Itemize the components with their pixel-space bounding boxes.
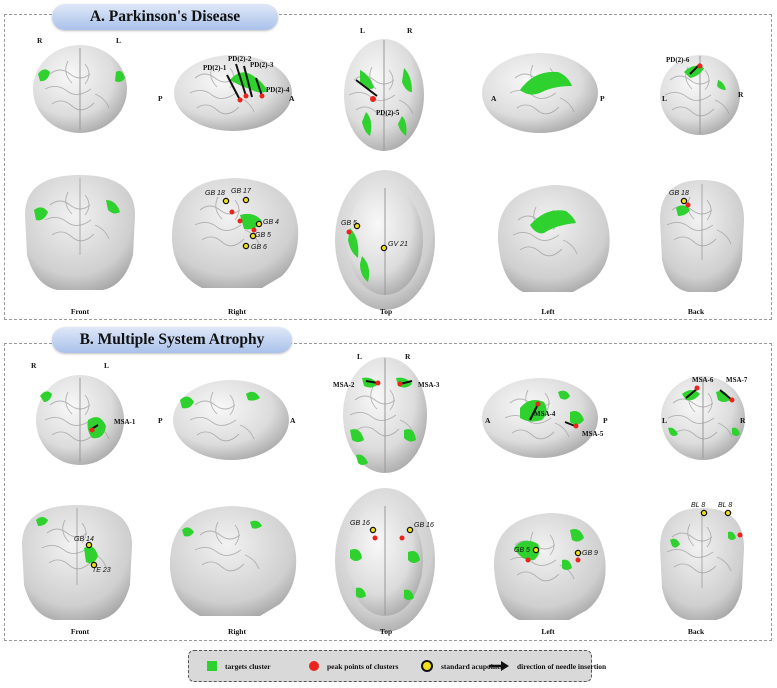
pd-acu-7: GV 21 [388, 241, 408, 248]
msa-orient-left-left: A [485, 416, 491, 425]
pd-label-3: PD(2)-3 [250, 61, 274, 69]
msa-view-front: Front [70, 627, 90, 636]
msa-acu-2: TE 23 [92, 567, 111, 574]
pd-orient-front-right: L [116, 36, 122, 45]
legend-targets-label: targets cluster [225, 661, 271, 671]
pd-acu-8: GB 18 [669, 190, 689, 197]
msa-orient-right-right: A [290, 416, 296, 425]
msa-acu-5: GB 5 [514, 547, 530, 554]
msa-acu-1: GB 14 [74, 536, 94, 543]
legend-peaks-label: peak points of clusters [327, 661, 399, 671]
msa-brain-front [36, 375, 124, 465]
msa-acu-7: BL 8 [691, 502, 706, 509]
msa-label-1: MSA-1 [114, 418, 136, 426]
pd-orient-left-right: P [600, 94, 605, 103]
pd-brain-top [344, 39, 424, 151]
msa-orient-top-left: L [357, 352, 363, 361]
pd-brain-left [482, 53, 598, 133]
pd-view-right: Right [228, 307, 246, 316]
msa-view-right: Right [228, 627, 246, 636]
legend-item-targets: targets cluster [207, 651, 271, 681]
pd-acu-4: GB 5 [255, 232, 271, 239]
pd-label-6: PD(2)-6 [666, 56, 690, 64]
pd-acu-2: GB 17 [231, 188, 251, 195]
msa-view-left: Left [541, 627, 555, 636]
msa-view-top: Top [379, 627, 393, 636]
pd-view-top: Top [379, 307, 393, 316]
msa-label-3: MSA-3 [418, 381, 440, 389]
msa-orient-top-right: R [405, 352, 411, 361]
pd-orient-top-left: L [360, 26, 366, 35]
peak-point-swatch [309, 661, 319, 671]
pd-orient-back-right: R [738, 90, 744, 99]
targets-cluster-swatch [207, 661, 217, 671]
pd-orient-right-left: P [158, 94, 163, 103]
legend-needle-label: direction of needle insertion [517, 661, 607, 671]
msa-brain-right [173, 380, 289, 460]
msa-orient-back-right: R [740, 416, 746, 425]
pd-head-top [335, 170, 435, 310]
msa-head-left [493, 513, 606, 620]
msa-acu-4: GB 16 [414, 522, 434, 529]
msa-brain-top [343, 357, 427, 473]
msa-acu-3: GB 16 [350, 520, 370, 527]
msa-orient-right-left: P [158, 416, 163, 425]
msa-label-2: MSA-2 [333, 381, 355, 389]
msa-label-5: MSA-5 [582, 430, 604, 438]
pd-label-2: PD(2)-2 [228, 55, 252, 63]
pd-brain-back [660, 55, 740, 135]
pd-acu-3: GB 4 [263, 219, 279, 226]
pd-orient-right-right: A [289, 94, 295, 103]
needle-arrows [89, 63, 733, 431]
msa-label-6: MSA-6 [692, 376, 714, 384]
legend-item-needle: direction of needle insertion [489, 651, 606, 681]
pd-label-5: PD(2)-5 [376, 109, 400, 117]
pd-label-4: PD(2)-4 [266, 86, 290, 94]
msa-orient-left-right: P [603, 416, 608, 425]
msa-orient-back-left: L [662, 416, 668, 425]
pd-view-back: Back [687, 307, 705, 316]
pd-orient-left-left: A [491, 94, 497, 103]
pd-orient-back-left: L [662, 94, 668, 103]
pd-acu-5: GB 6 [251, 244, 267, 251]
msa-acu-8: BL 8 [718, 502, 733, 509]
msa-view-back: Back [687, 627, 705, 636]
msa-head-right [169, 506, 297, 616]
msa-head-top [335, 488, 435, 632]
legend: targets cluster peak points of clusters … [188, 650, 606, 682]
pd-label-1: PD(2)-1 [203, 64, 227, 72]
panel-msa [4, 343, 772, 641]
acupoint-swatch [421, 660, 433, 672]
pd-head-back [660, 180, 744, 292]
pd-orient-front-left: R [37, 36, 43, 45]
msa-brain-left [482, 378, 598, 458]
legend-item-acupoints: standard acupoints [421, 651, 502, 681]
pd-head-front [25, 175, 135, 290]
msa-brain-back [661, 376, 745, 460]
msa-label-7: MSA-7 [726, 376, 748, 384]
pd-view-left: Left [541, 307, 555, 316]
legend-item-peaks: peak points of clusters [309, 651, 398, 681]
msa-orient-front-left: R [31, 361, 37, 370]
msa-orient-front-right: L [104, 361, 110, 370]
panel-title-pd: A. Parkinson's Disease [52, 4, 278, 30]
panel-parkinsons [4, 14, 772, 320]
pd-acu-1: GB 18 [205, 190, 225, 197]
legend-acupoints-label: standard acupoints [441, 661, 503, 671]
msa-acu-6: GB 9 [582, 550, 598, 557]
acupoint-markers [85, 196, 732, 569]
pd-head-left [497, 185, 610, 292]
pd-orient-top-right: R [407, 26, 413, 35]
msa-head-back [660, 508, 744, 620]
pd-view-front: Front [70, 307, 90, 316]
panel-title-msa: B. Multiple System Atrophy [52, 327, 292, 353]
msa-label-4: MSA-4 [534, 410, 556, 418]
pd-acu-6: GB 5 [341, 220, 357, 227]
msa-head-front [22, 505, 132, 620]
pd-brain-front [33, 45, 127, 133]
peak-points [89, 63, 743, 563]
needle-arrow-icon [489, 661, 509, 671]
